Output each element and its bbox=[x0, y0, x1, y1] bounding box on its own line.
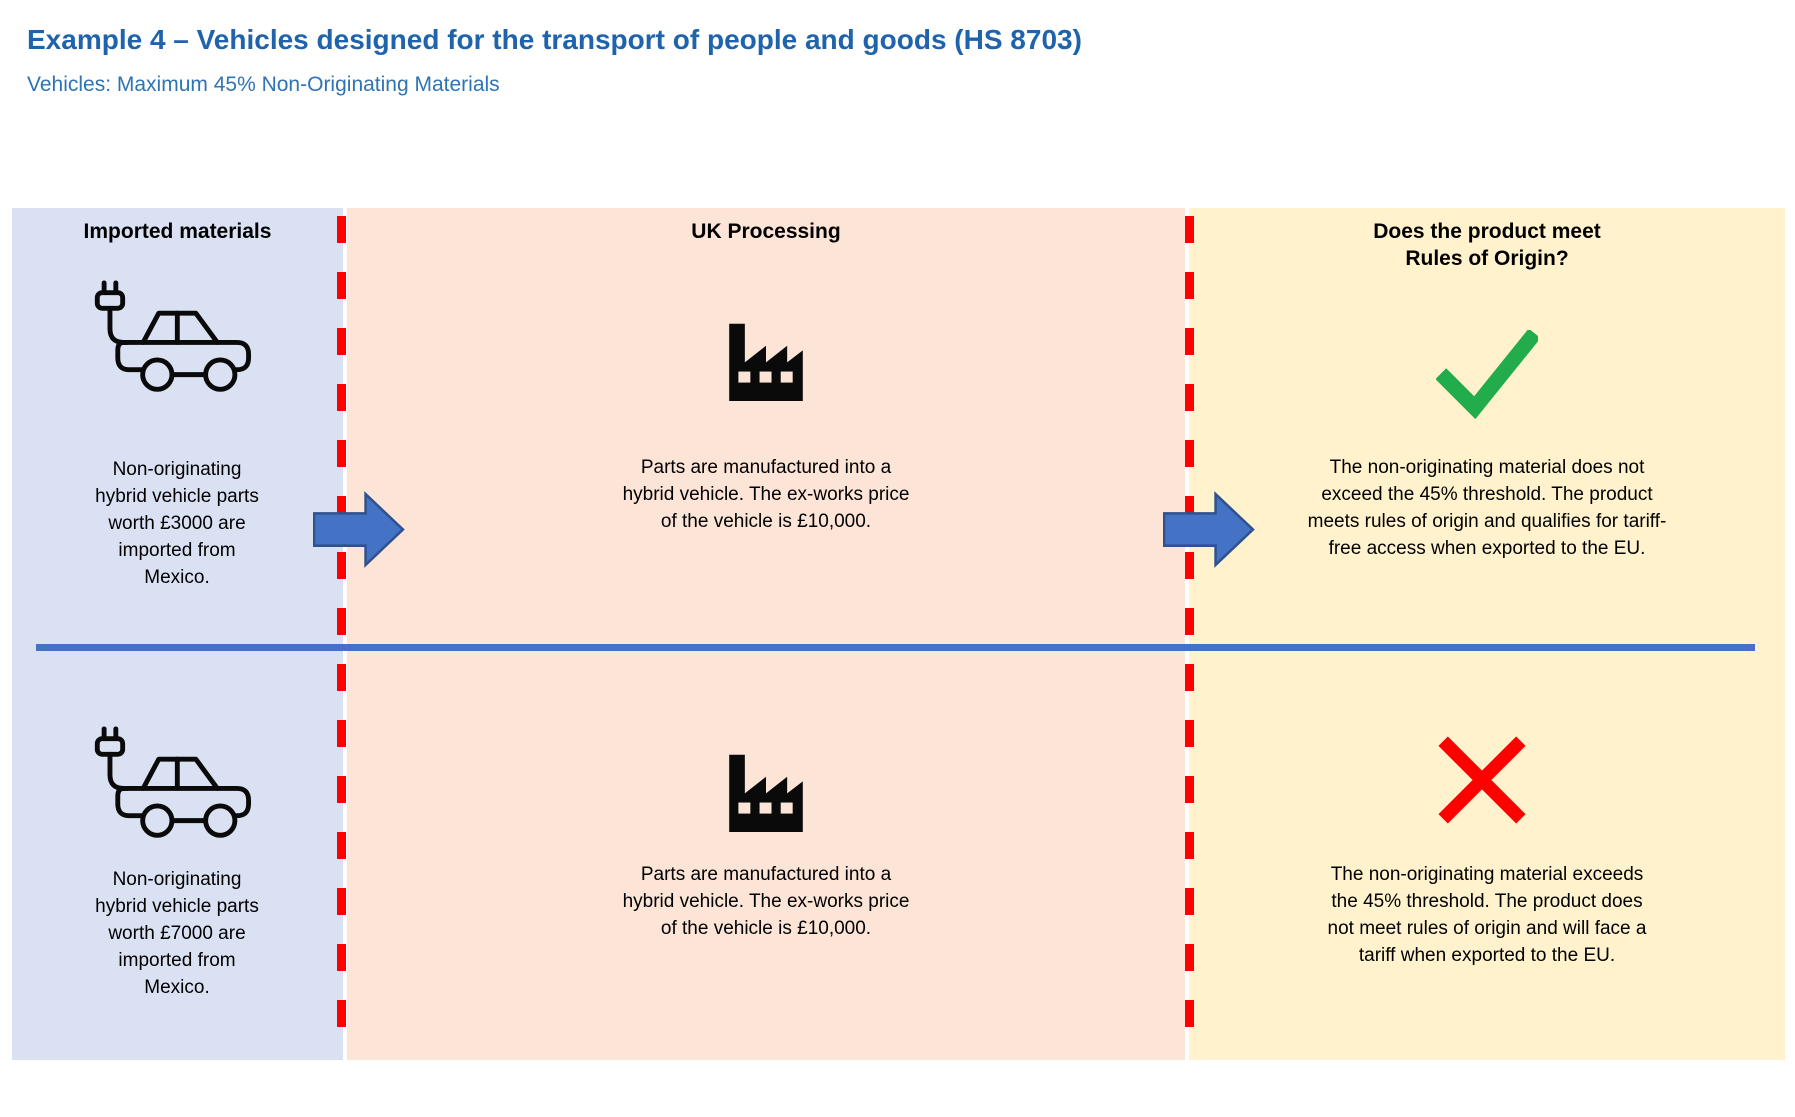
rules-of-origin-text-row2: The non-originating material exceeds the… bbox=[1327, 864, 1647, 966]
electric-car-icon bbox=[84, 278, 256, 400]
page-title: Example 4 – Vehicles designed for the tr… bbox=[27, 24, 1082, 55]
rules-of-origin-text-row1: The non-originating material does not ex… bbox=[1307, 457, 1667, 559]
imported-materials-header: Imported materials bbox=[83, 220, 272, 243]
factory-icon bbox=[720, 320, 812, 401]
imported-materials-text-row1: Non-originating hybrid vehicle parts wor… bbox=[95, 459, 259, 588]
uk-processing-header: UK Processing bbox=[691, 220, 841, 243]
rules-of-origin-header: Does the product meet Rules of Origin? bbox=[1373, 220, 1601, 270]
imported-materials-column bbox=[12, 208, 343, 1060]
imported-materials-text-row2: Non-originating hybrid vehicle parts wor… bbox=[95, 869, 259, 998]
uk-processing-text-row2: Parts are manufactured into a hybrid veh… bbox=[622, 864, 910, 939]
row-divider-line bbox=[36, 644, 1755, 651]
check-icon bbox=[1435, 328, 1541, 420]
factory-icon bbox=[720, 751, 812, 832]
rules-of-origin-column bbox=[1189, 208, 1785, 1060]
block-arrow-right-icon bbox=[1162, 491, 1256, 568]
uk-processing-text-row1: Parts are manufactured into a hybrid veh… bbox=[622, 457, 910, 532]
dashed-divider-right bbox=[1185, 216, 1194, 1054]
block-arrow-right-icon bbox=[312, 491, 406, 568]
page-subtitle: Vehicles: Maximum 45% Non-Originating Ma… bbox=[27, 73, 500, 96]
cross-icon bbox=[1436, 734, 1528, 826]
electric-car-icon bbox=[84, 724, 256, 846]
dashed-divider-left bbox=[337, 216, 346, 1054]
rules-of-origin-diagram: Imported materials UK Processing Does th… bbox=[12, 208, 1785, 1060]
